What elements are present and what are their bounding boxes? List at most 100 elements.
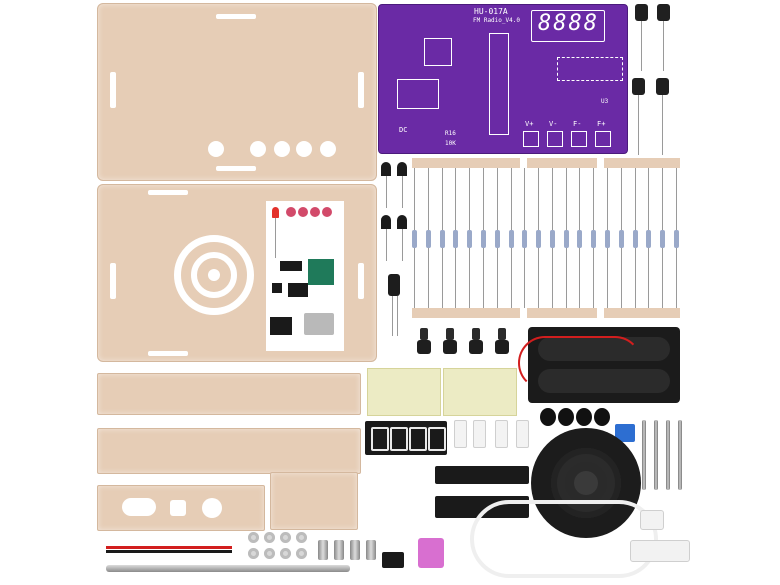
speaker (531, 428, 641, 538)
ceramic-capacitor (286, 207, 296, 217)
segment-digit (409, 427, 427, 451)
button-pad (571, 131, 587, 147)
button-hole (250, 141, 266, 157)
label-10k: 10K (445, 140, 456, 147)
adhesive-pad (367, 368, 441, 416)
rubber-foot (594, 408, 610, 426)
button-hole (296, 141, 312, 157)
capacitor-lead (392, 296, 393, 336)
resistor-tape (527, 308, 597, 318)
rubber-foot (576, 408, 592, 426)
resistor-tape (604, 158, 680, 168)
nylon-standoff (473, 420, 486, 448)
hex-nut (248, 548, 259, 559)
segment-digits: 8888 (538, 11, 599, 36)
fm-radio-pcb: HU-017A FM Radio_V4.0 8888 U3 DC R16 10K… (378, 4, 628, 154)
panel-slot (148, 190, 188, 195)
nylon-standoff (516, 420, 529, 448)
capacitor-lead (638, 95, 639, 155)
short-screw (350, 540, 360, 560)
label-r16: R16 (445, 130, 456, 137)
panel-hole (202, 498, 222, 518)
hex-nut (248, 532, 259, 543)
rubber-foot (540, 408, 556, 426)
pcb-subtitle-label: FM Radio_V4.0 (473, 17, 520, 24)
electrolytic-capacitor (656, 78, 669, 95)
button-hole (208, 141, 224, 157)
resistor (481, 230, 486, 248)
transistor-lead (402, 176, 403, 208)
led-lead (275, 218, 276, 258)
usb-cable (470, 500, 658, 578)
speaker-grille-ring (191, 252, 237, 298)
button-pad (595, 131, 611, 147)
short-screw (334, 540, 344, 560)
electrolytic-capacitor (635, 4, 648, 21)
chip-outline (424, 38, 452, 66)
acrylic-side-strip (270, 472, 358, 530)
resistor (564, 230, 569, 248)
component-inset (266, 201, 344, 351)
trimmer-potentiometer (615, 424, 635, 442)
resistor (646, 230, 651, 248)
resistor (509, 230, 514, 248)
fm-module (308, 259, 334, 285)
ceramic-capacitor (298, 207, 308, 217)
resistor (660, 230, 665, 248)
capacitor-lead (397, 296, 398, 336)
resistor-array (557, 57, 623, 81)
hex-nut (296, 548, 307, 559)
resistor (522, 230, 527, 248)
tactile-button (495, 340, 509, 354)
speaker-center (574, 471, 598, 495)
acrylic-side-strip (97, 485, 265, 531)
panel-slot (216, 14, 256, 19)
long-screw (642, 420, 646, 490)
adhesive-pad (443, 368, 517, 416)
battery-wire-red (518, 336, 642, 390)
button-cap (420, 328, 428, 340)
panel-slot (216, 166, 256, 171)
panel-hole (170, 500, 186, 516)
long-screw (678, 420, 682, 490)
slide-switch (304, 313, 334, 335)
transistor (397, 215, 407, 229)
hex-nut (264, 548, 275, 559)
resistor (467, 230, 472, 248)
resistor-tape (527, 158, 597, 168)
label-dc: DC (399, 126, 408, 134)
hex-nut (264, 532, 275, 543)
acrylic-front-panel (97, 184, 377, 362)
resistor (412, 230, 417, 248)
nylon-standoff (454, 420, 467, 448)
resistor (605, 230, 610, 248)
capacitor-lead (662, 95, 663, 155)
capacitor-lead (641, 21, 642, 71)
tactile-button (443, 340, 457, 354)
button-label-vminus: V- (549, 120, 558, 128)
transistor (381, 162, 391, 176)
hex-nut (280, 548, 291, 559)
speaker-grille (174, 235, 254, 315)
red-led (272, 207, 279, 218)
resistor (495, 230, 500, 248)
wire-pair (106, 550, 232, 553)
ceramic-capacitor (310, 207, 320, 217)
speaker-grille-center (208, 269, 220, 281)
pcb-model-label: HU-017A (474, 7, 508, 16)
segment-digit (371, 427, 389, 451)
button-label-fminus: F- (573, 120, 582, 128)
panel-slot (358, 263, 364, 299)
ic-chip (280, 261, 302, 271)
nylon-standoff (495, 420, 508, 448)
acrylic-top-panel (97, 3, 377, 181)
dc-jack (382, 552, 404, 568)
antenna-rod (106, 565, 350, 572)
ic-socket (270, 317, 292, 335)
headphone-jack (418, 538, 444, 568)
transistor (397, 162, 407, 176)
button-cap (472, 328, 480, 340)
panel-slot (358, 72, 364, 108)
resistor (674, 230, 679, 248)
wire-pair (106, 546, 232, 549)
